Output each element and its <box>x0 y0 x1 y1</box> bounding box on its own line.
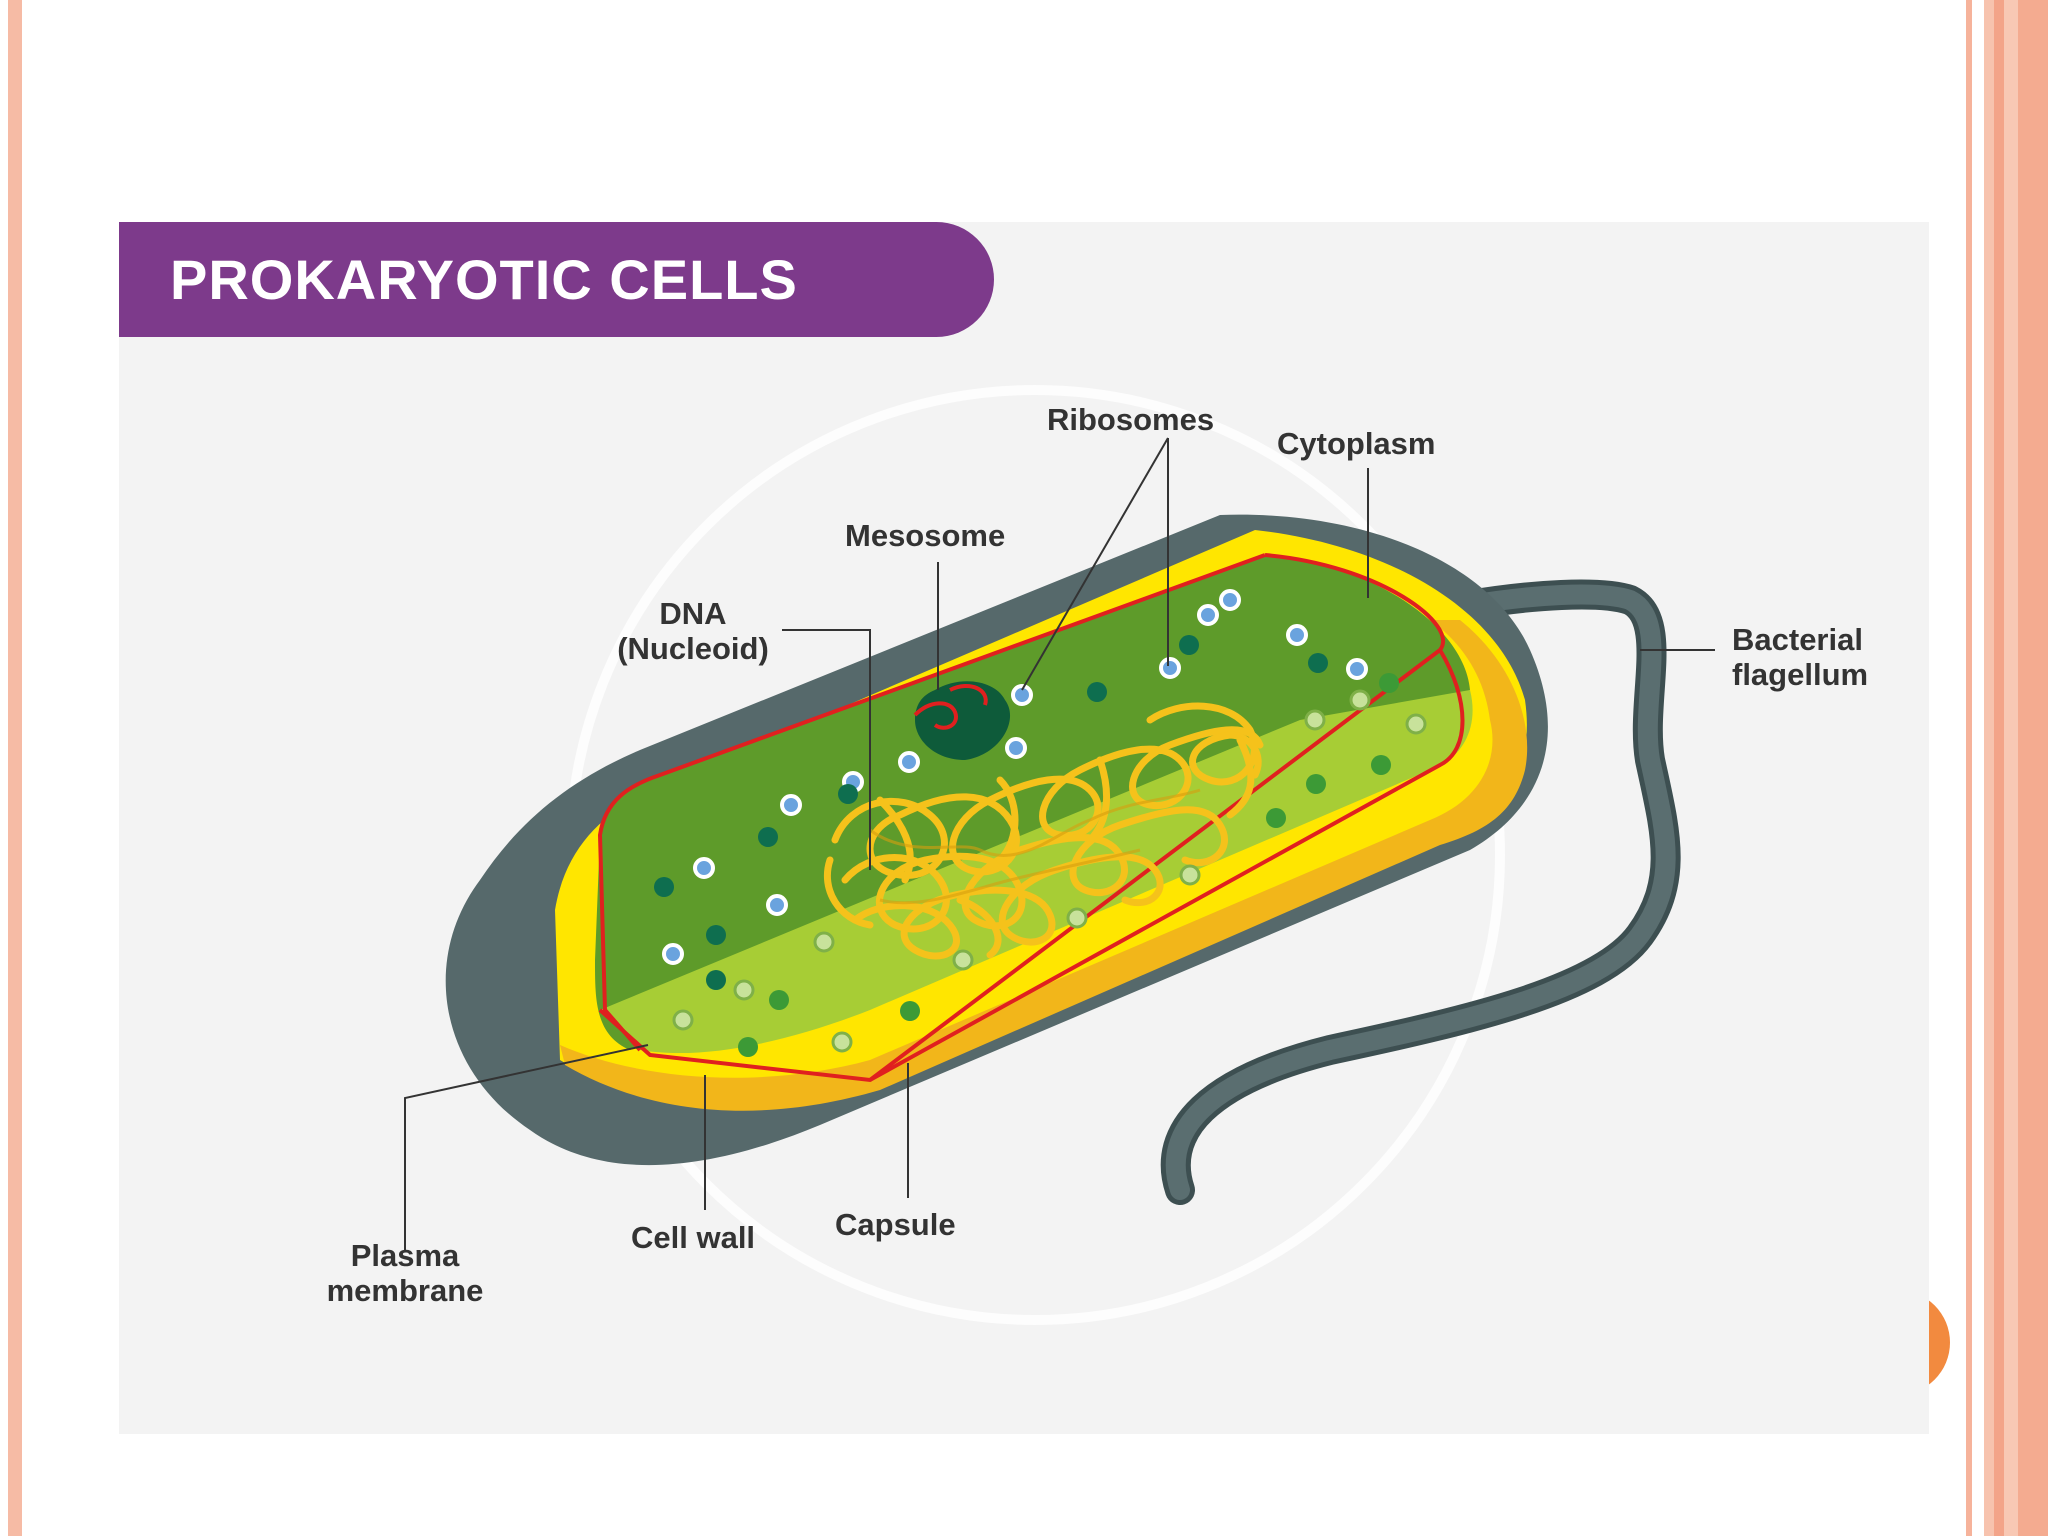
label-ribosomes: Ribosomes <box>1047 402 1215 437</box>
label-plasma-membrane: Plasma membrane <box>300 1238 510 1308</box>
leader-lines <box>404 437 1715 1250</box>
label-dna-line1: DNA <box>659 596 727 631</box>
title-banner <box>119 222 994 337</box>
label-dna-line2: (Nucleoid) <box>617 631 769 666</box>
dna-leader <box>782 629 871 870</box>
granules-dark <box>654 635 1328 990</box>
diagram-title: PROKARYOTIC CELLS <box>170 248 798 311</box>
label-capsule: Capsule <box>835 1207 956 1242</box>
granules-pale <box>672 689 1427 1053</box>
label-dna: DNA (Nucleoid) <box>598 596 788 666</box>
ribosomes-leader-1 <box>1021 437 1169 691</box>
slide-left-border <box>8 0 22 1536</box>
label-bacterial-flagellum: Bacterial flagellum <box>1732 622 1868 692</box>
plasma-membrane <box>597 553 1445 1082</box>
label-cytoplasm: Cytoplasm <box>1277 426 1436 461</box>
dna-nucleoid <box>823 702 1264 960</box>
label-plasma-line2: membrane <box>326 1273 484 1308</box>
dna-nucleoid-shadow <box>869 788 1201 905</box>
label-plasma-line1: Plasma <box>350 1238 460 1273</box>
cell-wall-section <box>560 620 1528 1111</box>
label-flagellum-line2: flagellum <box>1732 657 1869 692</box>
cytoplasm-light <box>600 690 1473 1054</box>
label-cell-wall: Cell wall <box>631 1220 756 1255</box>
ribosomes <box>662 589 1368 965</box>
granules-light <box>738 673 1399 1057</box>
mesosome-folds <box>913 684 988 730</box>
slide-right-border <box>1958 0 2048 1536</box>
label-mesosome: Mesosome <box>845 518 1006 553</box>
plasma-membrane-leader <box>404 1044 649 1250</box>
label-flagellum-line1: Bacterial <box>1732 622 1863 657</box>
flagellum-highlight <box>1165 584 1676 1200</box>
plasma-membrane-edge <box>598 648 1465 1083</box>
